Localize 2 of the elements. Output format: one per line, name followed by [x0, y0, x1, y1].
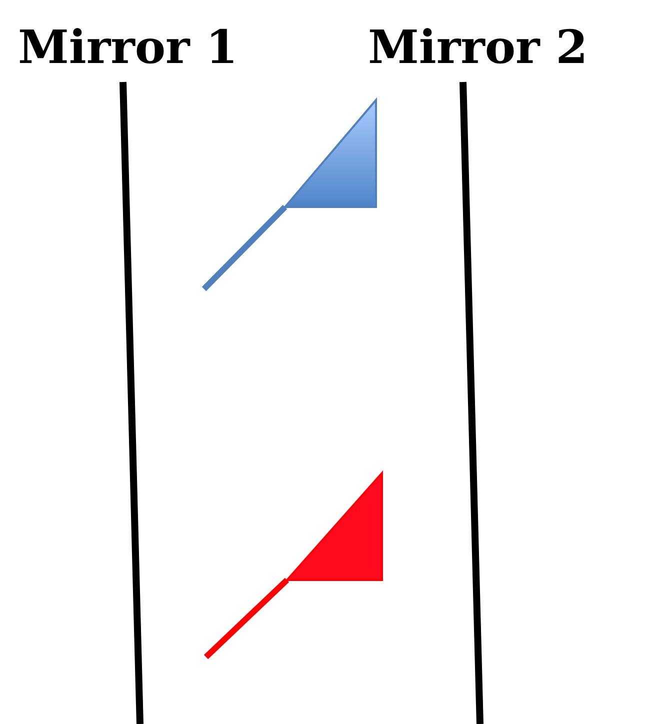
mirror-label: Mirror 2 [368, 24, 588, 70]
mirror-label: Mirror 1 [18, 24, 238, 70]
